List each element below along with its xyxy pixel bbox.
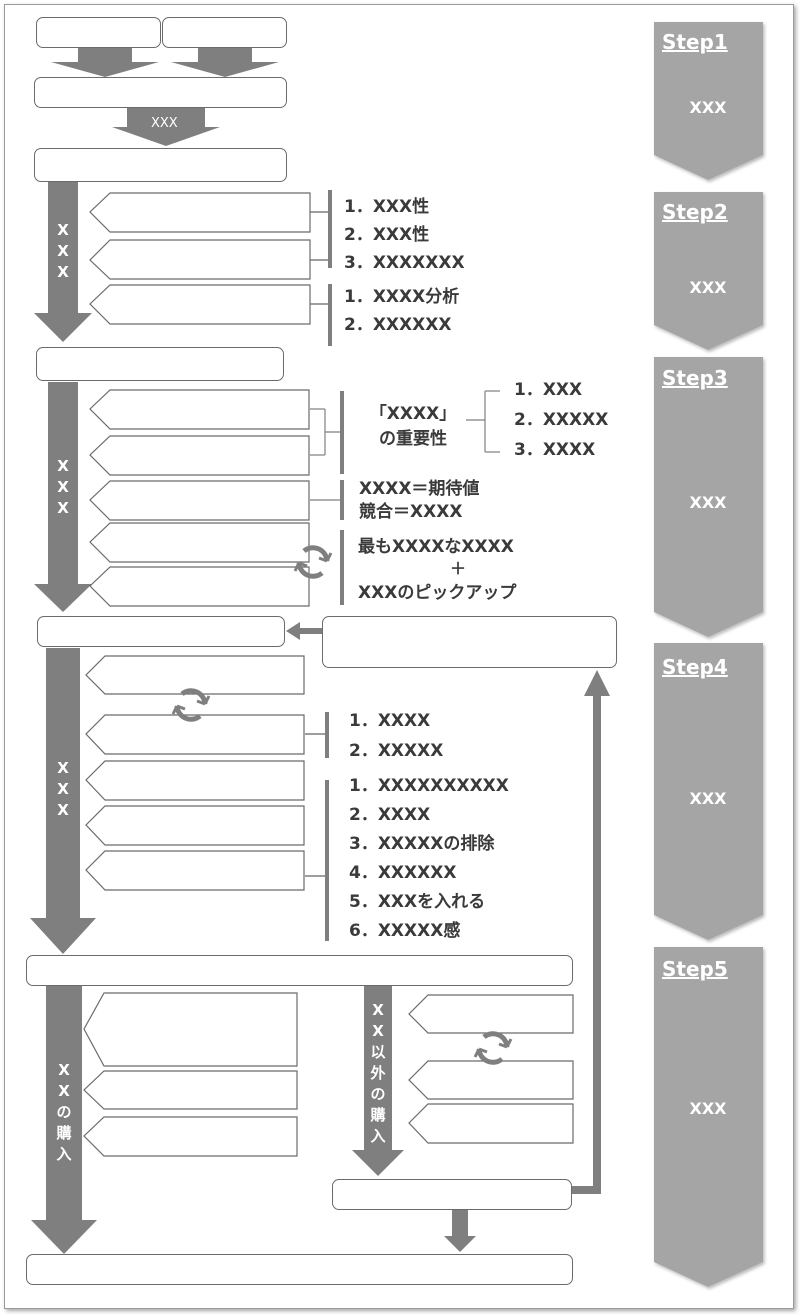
s5-left-box-1 — [83, 992, 298, 1067]
feedback-arrow-left — [286, 622, 322, 640]
stage2-arrow — [34, 182, 92, 342]
step2-chevron — [654, 192, 763, 350]
s3-box-3 — [89, 480, 310, 521]
step4-title: Step4 — [662, 655, 728, 679]
s5-right-box-3 — [408, 1103, 574, 1144]
s3-box-5 — [89, 566, 310, 607]
other-purchase-result-box — [332, 1179, 572, 1210]
s5-left-box-3 — [83, 1116, 298, 1157]
s3-box-1 — [89, 389, 310, 430]
s2-box-3 — [89, 284, 311, 325]
s4-box-3 — [85, 760, 305, 801]
purchase-arrow-label: X X の 購 入 — [56, 1061, 72, 1163]
feedback-box — [322, 616, 617, 668]
step4-subtitle: XXX — [689, 789, 727, 808]
merge-box — [34, 77, 287, 108]
purchase-arrow — [31, 986, 97, 1254]
feedback-arrow-up — [572, 670, 610, 1194]
list-item: 1．XXXX — [349, 711, 431, 731]
s4-box-5 — [85, 850, 305, 891]
cycle-icons — [171, 545, 513, 1065]
pickup-line2: XXXのピックアップ — [358, 583, 517, 603]
s2-box-1 — [89, 192, 311, 233]
top-arrow-center — [112, 107, 220, 146]
stage5-header-box — [26, 955, 573, 986]
s5-right-box-2 — [408, 1060, 574, 1100]
stage4-header-box — [37, 616, 285, 647]
top-box-left — [36, 17, 161, 48]
list-item: 2．XXXXX — [514, 410, 609, 430]
top-arrow-left — [51, 47, 159, 77]
step3-chevron — [654, 357, 763, 637]
list-item: 3．XXXX — [514, 440, 596, 460]
step3-subtitle: XXX — [689, 493, 727, 512]
pickup-plus: ＋ — [450, 559, 467, 578]
list-item: 2．XXXX — [349, 805, 431, 825]
list-item: 3．XXXXXの排除 — [349, 834, 495, 854]
step3-title: Step3 — [662, 366, 728, 390]
list-item: 2．XXXXX — [349, 741, 444, 761]
step1-title: Step1 — [662, 30, 728, 54]
stage3-arrow-label: X X X — [57, 457, 69, 517]
step1-subtitle: XXX — [689, 98, 727, 117]
top-arrow-label: XXX — [151, 116, 178, 131]
other-purchase-arrow-label: X X 以 外 の 購 入 — [370, 1001, 386, 1145]
step2-title: Step2 — [662, 200, 728, 224]
stage3-arrow — [34, 382, 92, 612]
list-item: 1．XXX — [514, 380, 583, 400]
s5-left-box-2 — [83, 1070, 298, 1110]
s4-box-2 — [85, 714, 305, 755]
pickup-line1: 最もXXXXなXXXX — [358, 537, 514, 557]
cycle-icon — [171, 688, 211, 722]
step4-chevron — [654, 643, 763, 940]
stage2-header-box — [34, 148, 287, 182]
s5-right-box-1 — [408, 994, 574, 1034]
pentagon-boxes — [83, 192, 574, 1157]
stage2-list-a: 1．XXX性 2．XXX性 3．XXXXXXX — [344, 193, 465, 277]
s4-box-4 — [85, 805, 305, 846]
final-small-arrow — [444, 1210, 476, 1252]
list-item: 1．XXXXXXXXXX — [349, 776, 509, 796]
importance-label: 「XXXX」 の重要性 — [369, 404, 457, 449]
top-arrow-right — [171, 47, 279, 77]
list-item: 6．XXXXX感 — [349, 921, 461, 941]
s3-box-2 — [89, 435, 310, 476]
importance-items: 1．XXX 2．XXXXX 3．XXXX — [514, 375, 608, 465]
final-box — [26, 1254, 573, 1285]
cycle-icon — [473, 1031, 513, 1065]
value-lines: XXXX＝期待値 競合＝XXXX — [359, 479, 480, 522]
s3-box-4 — [89, 522, 310, 563]
cycle-icon — [293, 545, 333, 579]
flow-arrows — [30, 47, 610, 1254]
other-purchase-arrow — [352, 986, 404, 1176]
step-chevrons — [654, 22, 763, 1287]
step5-title: Step5 — [662, 957, 728, 981]
step2-subtitle: XXX — [689, 278, 727, 297]
step1-chevron — [654, 22, 763, 180]
stage2-arrow-label: X X X — [57, 221, 69, 281]
step5-subtitle: XXX — [689, 1099, 727, 1118]
stage4-list-b: 1．XXXXXXXXXX 2．XXXX 3．XXXXXの排除 4．XXXXXX … — [349, 772, 509, 946]
list-item: 4．XXXXXX — [349, 863, 457, 883]
stage2-list-b: 1．XXXX分析 2．XXXXXX — [344, 283, 459, 339]
list-item: 2．XXXXXX — [344, 315, 452, 335]
stage3-header-box — [36, 347, 284, 381]
top-box-right — [162, 17, 287, 48]
s4-box-1 — [85, 655, 305, 695]
list-item: 2．XXX性 — [344, 225, 430, 245]
stage4-list-a: 1．XXXX 2．XXXXX — [349, 706, 443, 766]
s2-box-2 — [89, 239, 311, 280]
bracket-lines — [305, 190, 500, 941]
step5-chevron — [654, 947, 763, 1287]
list-item: 5．XXXを入れる — [349, 892, 486, 912]
list-item: 3．XXXXXXX — [344, 253, 465, 273]
stage4-arrow-label: X X X — [57, 759, 69, 819]
list-item: 1．XXXX分析 — [344, 287, 460, 307]
list-item: 1．XXX性 — [344, 197, 430, 217]
stage4-arrow — [30, 648, 96, 954]
